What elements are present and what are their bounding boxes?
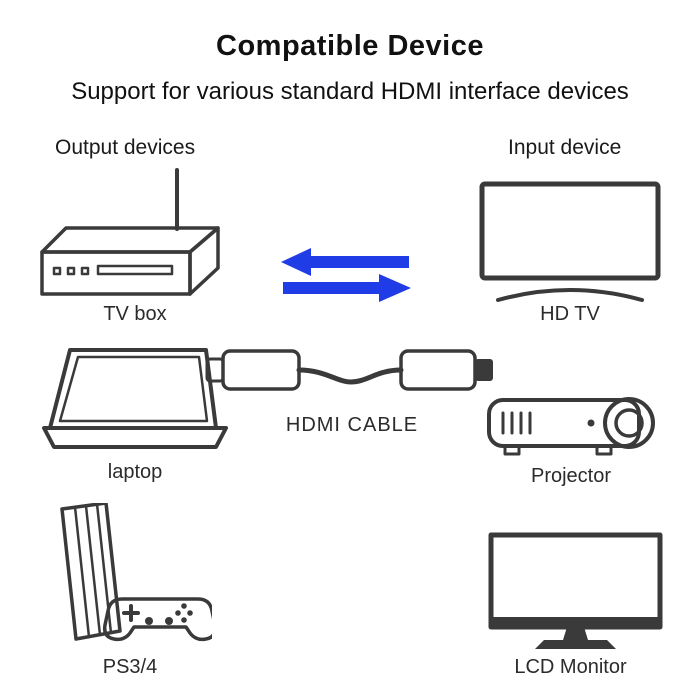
hdmi-cable-icon [205, 349, 493, 391]
laptop-icon [42, 348, 228, 449]
lcd-monitor-icon [488, 532, 663, 649]
tv-box-label: TV box [103, 303, 167, 325]
hd-tv-label: HD TV [540, 303, 600, 325]
hdmi-cable-label: HDMI CABLE [285, 414, 419, 436]
projector-label: Projector [530, 465, 612, 487]
input-device-header: Input device [508, 136, 622, 159]
lcd-monitor-label: LCD Monitor [514, 656, 627, 678]
ps-console-label: PS3/4 [102, 656, 158, 678]
transfer-arrows-icon [281, 248, 411, 302]
page-subtitle: Support for various standard HDMI interf… [71, 78, 629, 105]
page-title: Compatible Device [216, 30, 484, 62]
output-devices-header: Output devices [55, 136, 196, 159]
hd-tv-icon [479, 181, 661, 302]
ps-console-icon [60, 503, 212, 642]
tv-box-icon [40, 168, 220, 296]
projector-icon [487, 397, 655, 456]
laptop-label: laptop [107, 461, 163, 483]
